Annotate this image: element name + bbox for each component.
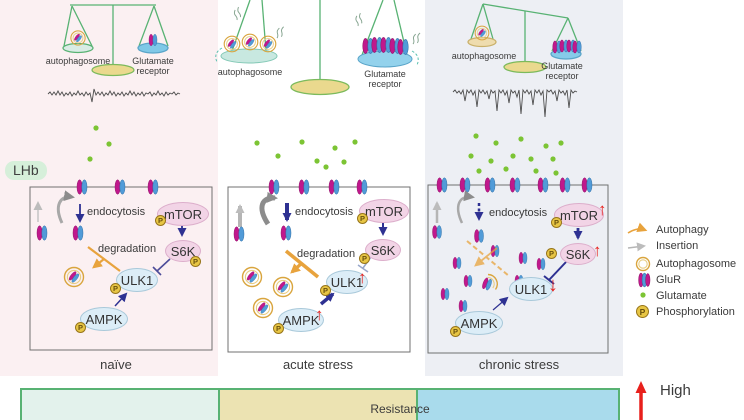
phospho-badge-mtor-naive: P <box>155 215 166 226</box>
scale-right-label-acute: Glutamate receptor <box>364 69 406 90</box>
balance-scale-naive <box>62 4 169 77</box>
balance-scale-acute <box>220 0 413 96</box>
phospho-badge-s6k-chronic: P <box>546 248 557 259</box>
legend-label-glutamate: Glutamate <box>656 290 707 302</box>
broken-autophagosome-chronic <box>481 273 498 291</box>
autophagosome-ring-icon <box>635 256 651 272</box>
resistance-high-label: High <box>660 382 691 399</box>
glutamate-dot-icon <box>640 292 646 298</box>
balance-scale-chronic <box>467 3 582 74</box>
legend-label-insertion: Insertion <box>656 240 699 252</box>
legend-label-glur: GluR <box>656 274 682 286</box>
phospho-badge-ulk1-acute: P <box>320 285 331 296</box>
ampk-node-naive: AMPK <box>80 307 128 331</box>
cytoplasm-glur-naive <box>36 225 84 241</box>
condition-label-chronic: chronic stress <box>478 357 560 372</box>
degradation-arrow-acute <box>284 249 320 279</box>
autophagy-arrow-icon <box>627 222 648 234</box>
mtor-up-trend-chronic: ↑ <box>598 200 607 219</box>
cell-box-acute <box>227 186 411 353</box>
s6k-up-trend-chronic: ↑ <box>593 241 602 260</box>
activity-trace-naive <box>47 88 181 103</box>
scale-left-label-acute: autophagosome <box>217 67 283 77</box>
degradation-blocked-chronic <box>466 240 510 277</box>
activity-trace-chronic <box>452 88 578 118</box>
phosphorylation-badge-icon: P <box>636 305 649 318</box>
ampk-node-acute: AMPK <box>278 308 324 332</box>
ulk1-node-chronic: ULK1 <box>509 277 553 301</box>
phospho-badge-ulk1-naive: P <box>110 283 121 294</box>
recycling-arrow-chronic <box>456 190 475 224</box>
phospho-badge-s6k-acute: P <box>359 253 370 264</box>
ulk1-node-naive: ULK1 <box>116 268 158 292</box>
mtor-node-chronic: mTOR <box>554 203 604 227</box>
lhb-region-label: LHb <box>5 161 47 180</box>
s6k-inhibits-ulk1-chronic <box>543 261 567 285</box>
glutamate-dots-chronic <box>468 133 564 176</box>
ulk1-node-acute: ULK1 <box>326 270 368 294</box>
s6k-node-chronic: S6K <box>560 243 596 265</box>
phospho-badge-ampk-chronic: P <box>450 326 461 337</box>
resistance-high-arrow <box>635 381 647 420</box>
scale-left-label-chronic: autophagosome <box>451 51 517 61</box>
condition-label-acute: acute stress <box>282 357 354 372</box>
autophagosome-icon-naive-cell <box>65 268 84 287</box>
glutamate-dots-naive <box>87 125 112 162</box>
phospho-badge-mtor-acute: P <box>357 213 368 224</box>
scale-right-label-chronic: Glutamate receptor <box>541 61 583 82</box>
legend-label-autophagy: Autophagy <box>656 224 709 236</box>
endocytosis-label-chronic: endocytosis <box>489 207 548 219</box>
degradation-label-naive: degradation <box>98 243 157 255</box>
phospho-badge-ampk-acute: P <box>273 323 284 334</box>
scale-left-label-naive: autophagosome <box>45 56 111 66</box>
condition-label-naive: naïve <box>100 357 132 372</box>
legend-label-autophagosome: Autophagosome <box>656 258 737 270</box>
cytoplasm-glur-acute <box>233 225 292 242</box>
glutamate-dots-acute <box>254 139 358 170</box>
ampk-to-ulk1-arrow-acute <box>319 292 335 306</box>
glur-receptor-icon <box>638 272 651 288</box>
insertion-arrow-icon <box>627 242 646 252</box>
resistance-bar-naive-segment <box>20 388 220 420</box>
legend-label-phosphorylation: Phosphorylation <box>656 306 735 318</box>
phospho-badge-s6k-naive: P <box>190 256 201 267</box>
degradation-label-acute: degradation <box>297 248 356 260</box>
splash-marks-acute <box>215 47 419 66</box>
endocytosis-label-naive: endocytosis <box>87 206 146 218</box>
phospho-badge-ampk-naive: P <box>75 322 86 333</box>
resistance-bar-label: Resistance <box>370 402 430 416</box>
ulk1-down-trend-chronic: ↓ <box>548 274 558 296</box>
phospho-badge-mtor-chronic: P <box>551 217 562 228</box>
ampk-to-ulk1-arrow-chronic <box>492 296 509 311</box>
ampk-up-trend-acute: ↑ <box>315 305 324 324</box>
s6k-node-acute: S6K <box>365 239 401 261</box>
membrane-glur-chronic <box>436 177 593 193</box>
scale-right-label-naive: Glutamate receptor <box>132 56 174 77</box>
mtor-node-acute: mTOR <box>359 199 409 223</box>
resistance-bar-chronic-segment <box>416 388 620 420</box>
degradation-arrow-naive <box>87 246 121 272</box>
ulk1-up-trend-acute: ↑ <box>358 268 367 287</box>
autophagosome-icon-naive-pan <box>71 31 85 45</box>
autophagosome-icon-chronic-pan <box>475 26 489 40</box>
recycling-arrow-naive <box>56 190 75 224</box>
ampk-to-ulk1-arrow-naive <box>114 292 128 307</box>
recycling-arrow-acute <box>259 191 278 226</box>
ampk-node-chronic: AMPK <box>455 311 503 335</box>
s6k-inhibits-ulk1-naive <box>152 258 171 276</box>
endocytosis-label-acute: endocytosis <box>295 206 354 218</box>
